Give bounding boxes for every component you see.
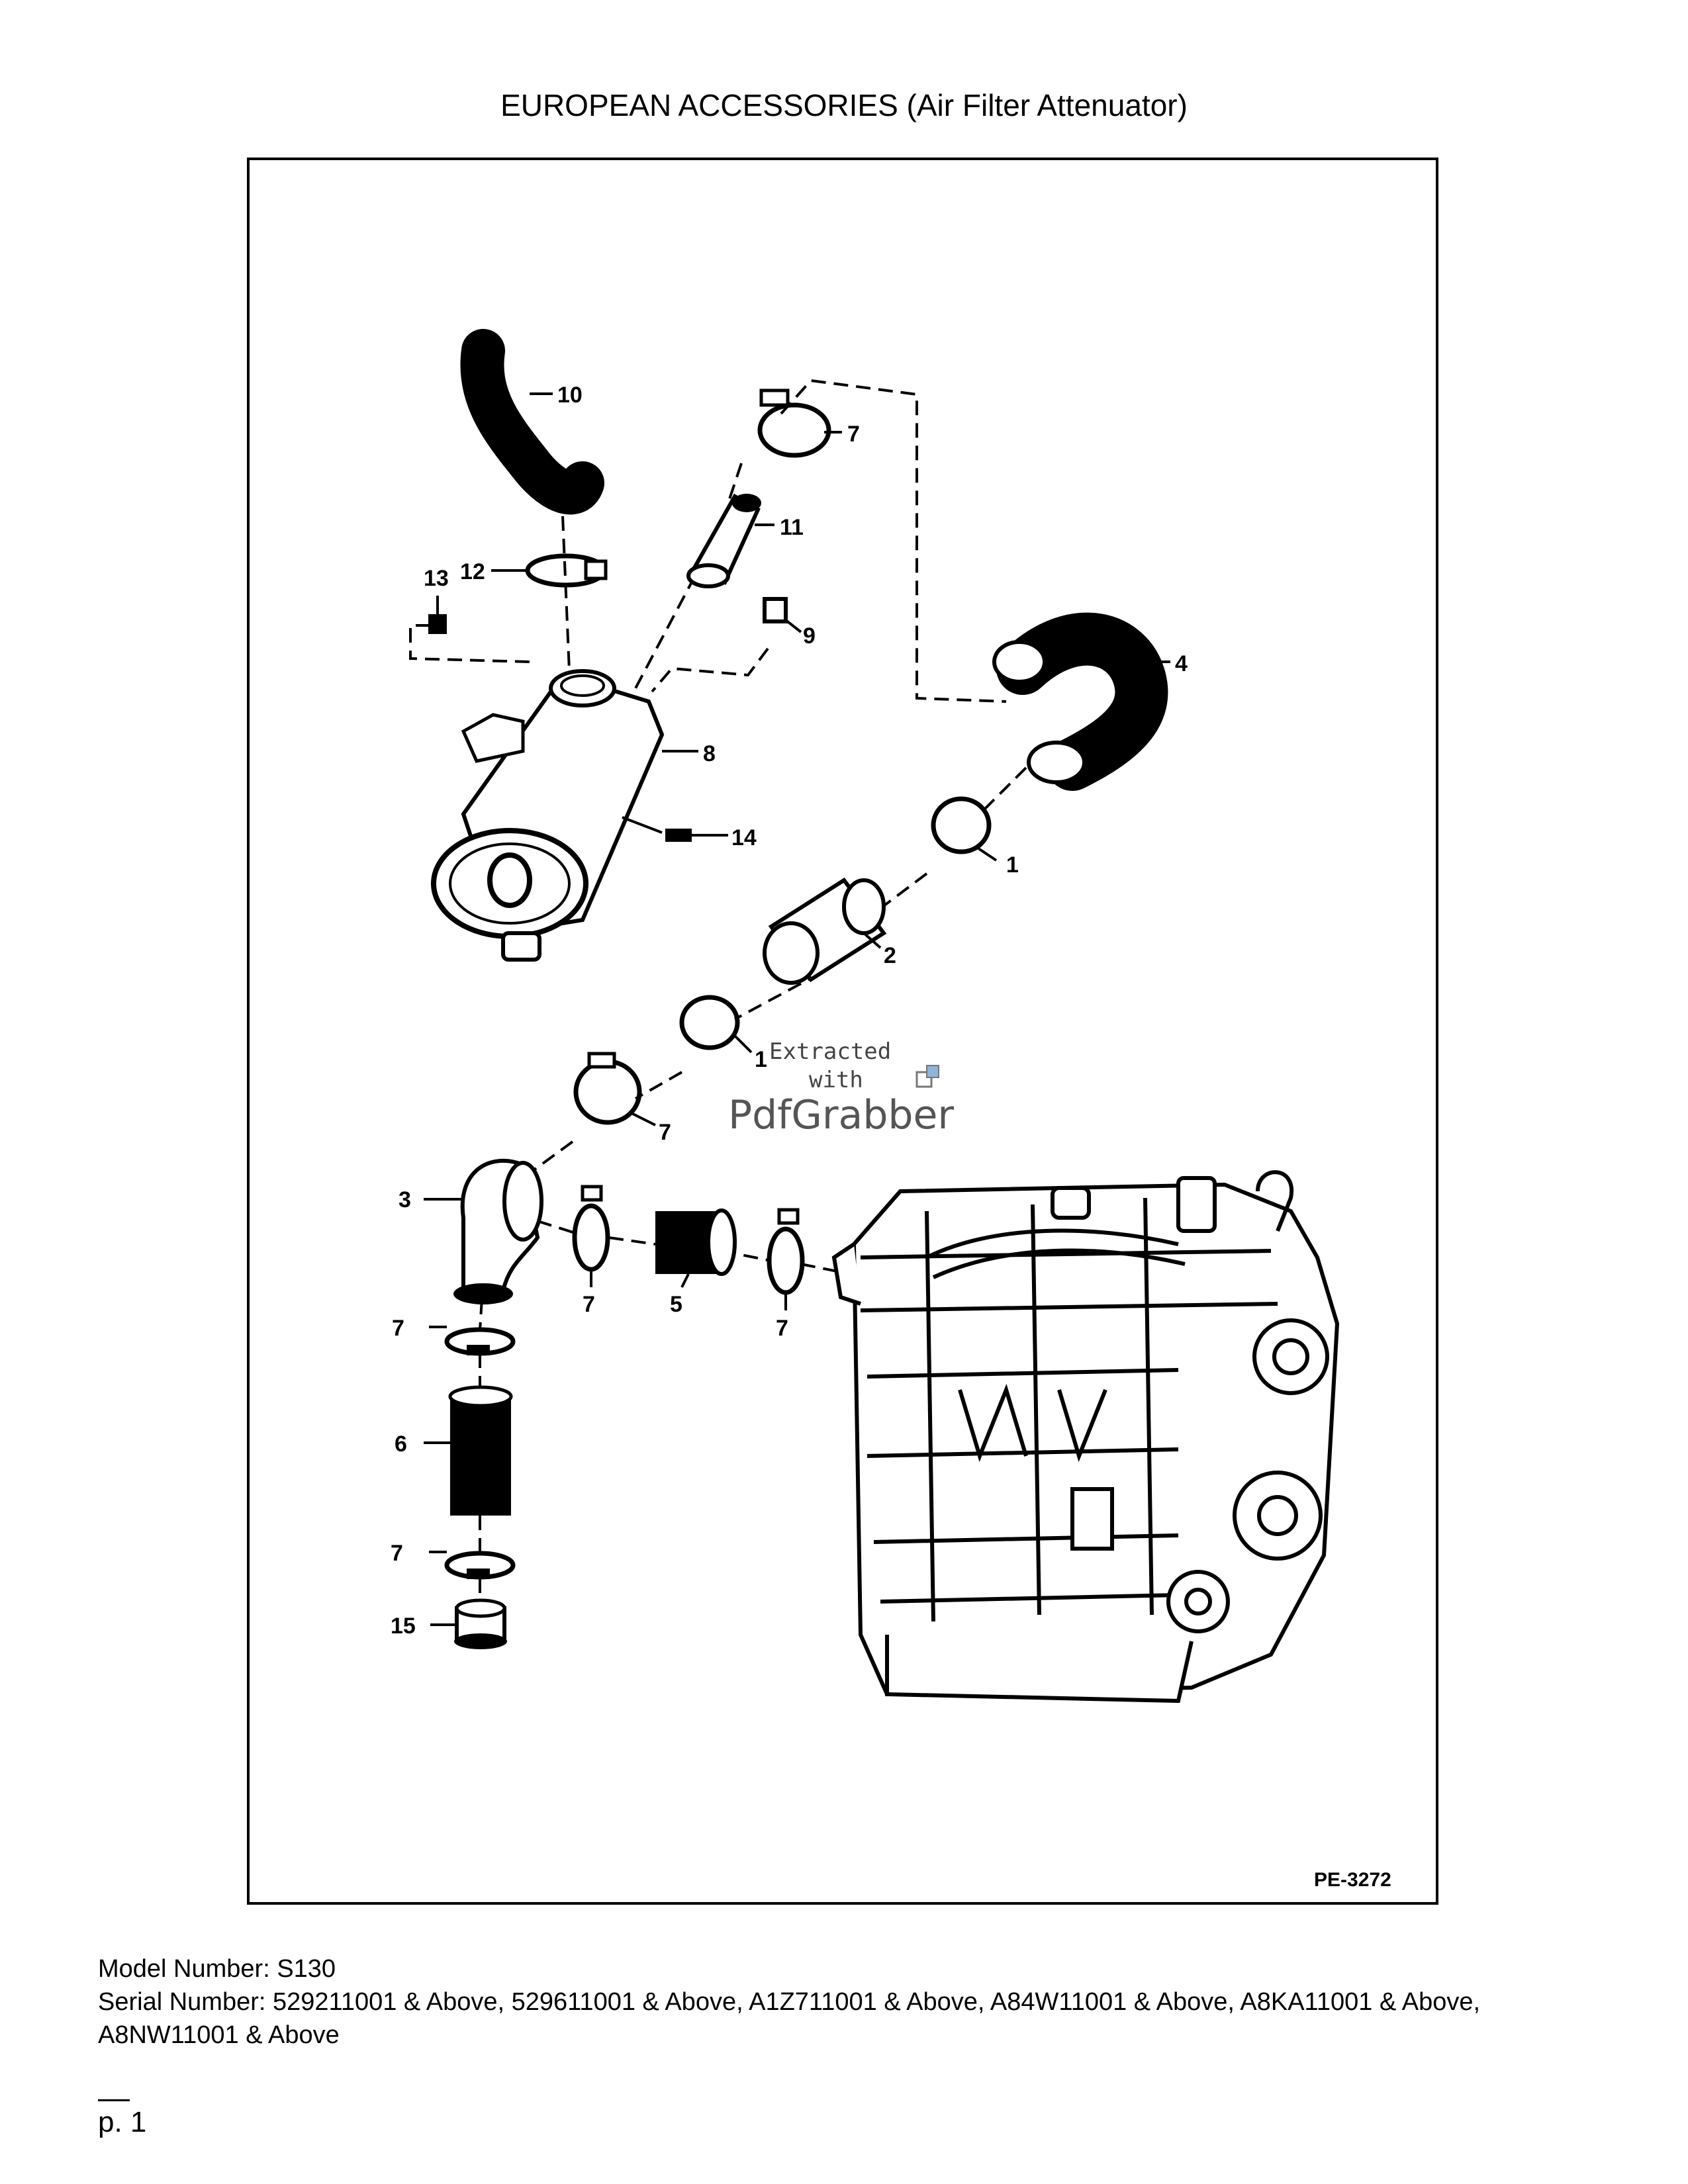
serial-number: Serial Number: 529211001 & Above, 529611…	[98, 1988, 1481, 2049]
callout-11: 11	[780, 515, 804, 540]
figure-id: PE-3272	[1314, 1869, 1391, 1891]
callout-7-row-left: 7	[583, 1292, 595, 1317]
callout-7-stack-lower: 7	[391, 1541, 403, 1566]
diagram-frame	[247, 158, 1438, 1905]
air-filter-canister-8	[431, 669, 665, 962]
clamp-12	[525, 553, 608, 588]
clamp-1-lower	[679, 995, 740, 1050]
page-number: p. 1	[98, 2106, 147, 2138]
callout-7-row-right: 7	[776, 1316, 788, 1341]
cap-15	[454, 1598, 507, 1649]
clamp-7-row-left	[572, 1185, 610, 1272]
elbow-3	[453, 1158, 543, 1304]
sleeve-5	[655, 1208, 737, 1276]
clamp-7-stack-upper	[444, 1327, 516, 1356]
footer-rule	[98, 2099, 130, 2101]
clamp-7-mid	[573, 1052, 642, 1125]
watermark-line1: Extracted	[769, 1038, 891, 1065]
callout-7-mid: 7	[659, 1120, 671, 1145]
callout-8: 8	[703, 741, 716, 766]
callout-6: 6	[395, 1432, 407, 1457]
callout-9: 9	[803, 623, 816, 649]
sleeve-2	[763, 877, 887, 985]
callout-4: 4	[1175, 651, 1188, 676]
watermark-line3: PdfGrabber	[728, 1092, 954, 1138]
callout-12: 12	[460, 559, 485, 584]
tube-6	[448, 1385, 513, 1516]
callout-3: 3	[399, 1187, 411, 1212]
callout-15: 15	[391, 1614, 416, 1639]
watermark-logo-icon	[915, 1071, 933, 1088]
hose-elbow-10	[460, 329, 604, 515]
callout-13: 13	[424, 566, 449, 591]
callout-7-stack-upper: 7	[392, 1316, 404, 1341]
engine-block	[831, 1170, 1340, 1704]
clamp-7-stack-lower	[444, 1551, 516, 1580]
callout-7-top: 7	[847, 422, 860, 447]
callout-labels: 10 7 11 12 13 9 4 8 14 1 2 1 7 3 7 5 7 7…	[391, 383, 1188, 1639]
model-number: Model Number: S130	[98, 1955, 336, 1983]
leader-lines	[424, 392, 1170, 1626]
callout-14: 14	[731, 825, 757, 850]
fitting-13	[428, 614, 447, 634]
clamp-7-top	[757, 388, 831, 458]
page-title: EUROPEAN ACCESSORIES (Air Filter Attenua…	[500, 88, 1188, 122]
hose-u-4	[992, 612, 1168, 791]
callout-1-lower: 1	[755, 1047, 767, 1072]
pdfgrabber-watermark: Extracted with PdfGrabber	[728, 1038, 954, 1138]
watermark-line2: with	[809, 1067, 863, 1093]
fitting-9	[763, 597, 788, 623]
clamp-1-upper	[931, 796, 992, 854]
tube-11	[686, 493, 761, 588]
callout-10: 10	[557, 383, 583, 408]
callout-2: 2	[884, 943, 896, 968]
callout-5: 5	[670, 1292, 682, 1317]
clamp-7-row-right	[767, 1208, 805, 1295]
callout-1-upper: 1	[1006, 852, 1019, 878]
bolt-14	[665, 829, 692, 842]
